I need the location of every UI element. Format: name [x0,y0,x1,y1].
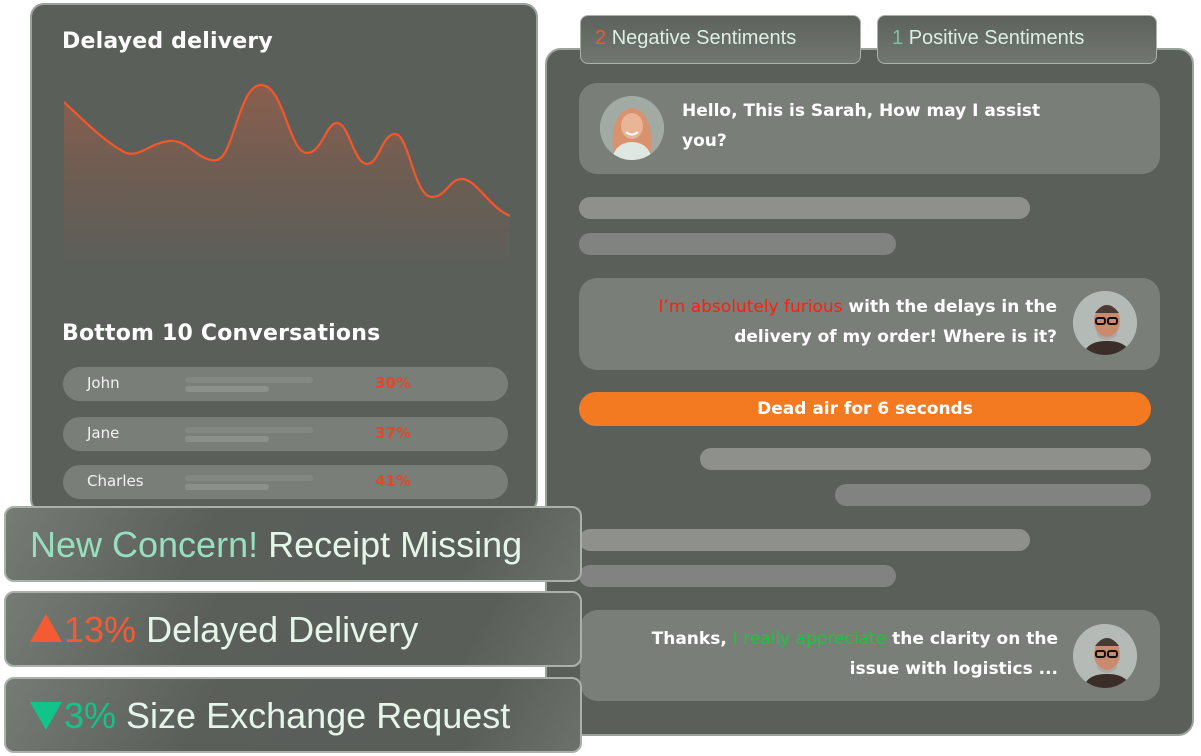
dead-air-indicator: Dead air for 6 seconds [579,392,1151,426]
agent-avatar [600,96,664,160]
conversation-row[interactable]: Charles 41% [63,465,508,499]
message-rest: with the delays in the delivery of my or… [734,297,1057,347]
placeholder-bar [185,436,269,442]
conversations-title: Bottom 10 Conversations [62,321,381,346]
conversation-name: Jane [87,424,120,442]
customer-message-text: Thanks, I really appreciate the clarity … [600,624,1058,684]
chart-line [64,83,510,218]
chart-title: Delayed delivery [62,29,273,54]
placeholder-bar [185,427,313,433]
conversation-name: Charles [87,472,144,490]
increase-delta: 13% [64,609,137,650]
customer-avatar [1073,624,1137,688]
negative-count: 2 [595,27,607,49]
conversation-row[interactable]: Jane 37% [63,417,508,451]
man-avatar-icon [1073,291,1137,355]
message-prefix: Thanks, [651,629,733,649]
man-avatar-icon [1073,624,1137,688]
chart-area [64,85,510,261]
placeholder-line [579,233,896,255]
positive-phrase: I really appreciate [732,629,887,649]
increase-banner: 13% Delayed Delivery [4,591,582,667]
triangle-up-icon [30,614,62,643]
placeholder-line [579,565,896,587]
placeholder-line [700,448,1151,470]
placeholder-line [835,484,1151,506]
placeholder-bar [185,377,313,383]
agent-message-text: Hello, This is Sarah, How may I assist y… [682,101,1041,151]
placeholder-bar [185,386,269,392]
message-rest: the clarity on the issue with logistics … [849,629,1058,679]
conversation-score: 30% [375,374,411,392]
analytics-panel: Delayed delivery Bottom 10 Conversations… [30,3,538,513]
decrease-delta: 3% [64,695,117,736]
decrease-banner: 3% Size Exchange Request [4,677,582,753]
conversation-score: 41% [375,472,411,490]
conversation-name: John [87,374,120,392]
concern-topic: Receipt Missing [268,524,523,565]
tab-negative-sentiments[interactable]: 2 Negative Sentiments [580,15,861,64]
agent-message: Hello, This is Sarah, How may I assist y… [579,83,1160,174]
new-concern-label: New Concern! [30,524,259,565]
new-concern-banner: New Concern! Receipt Missing [4,506,582,582]
negative-phrase: I’m absolutely furious [658,297,843,317]
delayed-delivery-chart [64,83,510,261]
increase-topic: Delayed Delivery [146,609,419,650]
placeholder-line [579,197,1030,219]
tab-positive-sentiments[interactable]: 1 Positive Sentiments [877,15,1157,64]
positive-label: Positive Sentiments [908,27,1085,49]
placeholder-bar [185,475,313,481]
placeholder-bar [185,484,269,490]
triangle-down-icon [30,702,62,731]
negative-label: Negative Sentiments [611,27,797,49]
customer-message-text: I’m absolutely furious with the delays i… [599,292,1057,352]
positive-count: 1 [892,27,904,49]
woman-avatar-icon [600,96,664,160]
decrease-topic: Size Exchange Request [126,695,511,736]
placeholder-line [579,529,1030,551]
customer-message-positive: Thanks, I really appreciate the clarity … [580,610,1160,701]
conversation-score: 37% [375,424,411,442]
conversation-row[interactable]: John 30% [63,367,508,401]
customer-message-negative: I’m absolutely furious with the delays i… [579,278,1160,370]
customer-avatar [1073,291,1137,355]
